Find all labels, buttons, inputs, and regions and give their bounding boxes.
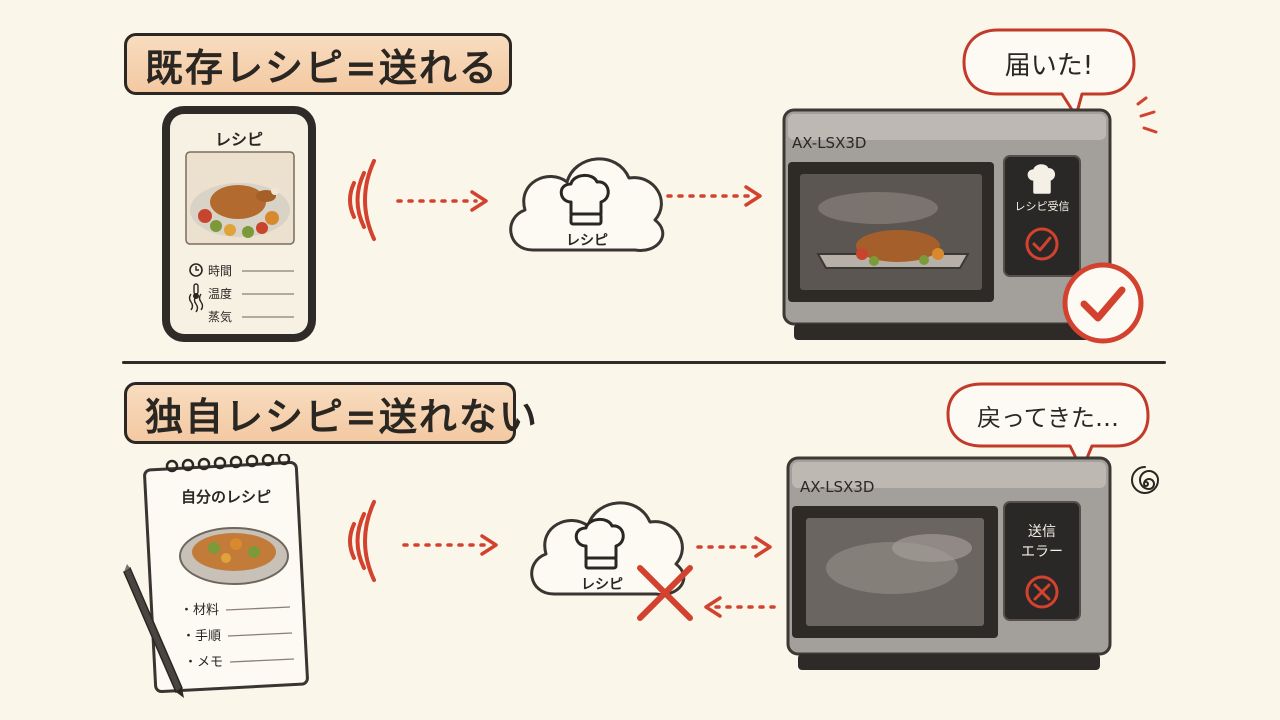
oven: AX-LSX3D 送信 エラー — [782, 452, 1116, 678]
error-x-icon — [630, 558, 700, 628]
section-divider — [122, 361, 1166, 364]
signal-waves-icon — [340, 155, 390, 245]
notebook-item-steps: ・手順 — [182, 629, 221, 644]
arrow-to-oven — [664, 181, 768, 211]
bottom-title-text: 独自レシピ=送れない — [145, 386, 539, 441]
signal-waves-icon — [340, 496, 390, 586]
top-title-text: 既存レシピ=送れる — [145, 37, 499, 92]
notebook-title: 自分のレシピ — [181, 488, 271, 506]
phone-item-time: 時間 — [208, 264, 232, 278]
success-check-icon — [1058, 258, 1148, 348]
panel-status-line1: 送信 — [1028, 524, 1056, 540]
phone: レシピ 時間 温度 蒸気 — [150, 98, 326, 348]
cloud-label: レシピ — [581, 577, 623, 593]
panel-status-line2: エラー — [1021, 544, 1063, 560]
phone-item-temperature: 温度 — [208, 286, 232, 301]
worry-spiral-icon — [1124, 462, 1168, 506]
speech-text: 届いた! — [1005, 51, 1093, 81]
panel-status: レシピ受信 — [1015, 200, 1070, 213]
cloud-label: レシピ — [566, 233, 608, 249]
arrow-return — [698, 592, 782, 622]
dish-image — [180, 528, 288, 584]
notebook-item-ingredients: ・材料 — [180, 603, 219, 618]
notebook: 自分のレシピ ・材料 ・手順 ・メモ — [118, 454, 316, 700]
emphasis-marks-icon — [1132, 92, 1168, 138]
oven-model: AX-LSX3D — [792, 134, 866, 152]
phone-item-steam: 蒸気 — [208, 309, 232, 324]
speech-text: 戻ってきた… — [977, 404, 1119, 432]
arrow-to-cloud — [394, 186, 494, 216]
oven-model: AX-LSX3D — [800, 478, 874, 496]
phone-screen-title: レシピ — [215, 130, 263, 149]
cloud: レシピ — [495, 132, 677, 264]
arrow-to-oven — [694, 532, 778, 562]
arrow-to-cloud — [400, 530, 504, 560]
top-title: 既存レシピ=送れる — [124, 33, 512, 95]
bottom-title: 独自レシピ=送れない — [124, 382, 516, 444]
notebook-item-memo: ・メモ — [184, 655, 223, 670]
